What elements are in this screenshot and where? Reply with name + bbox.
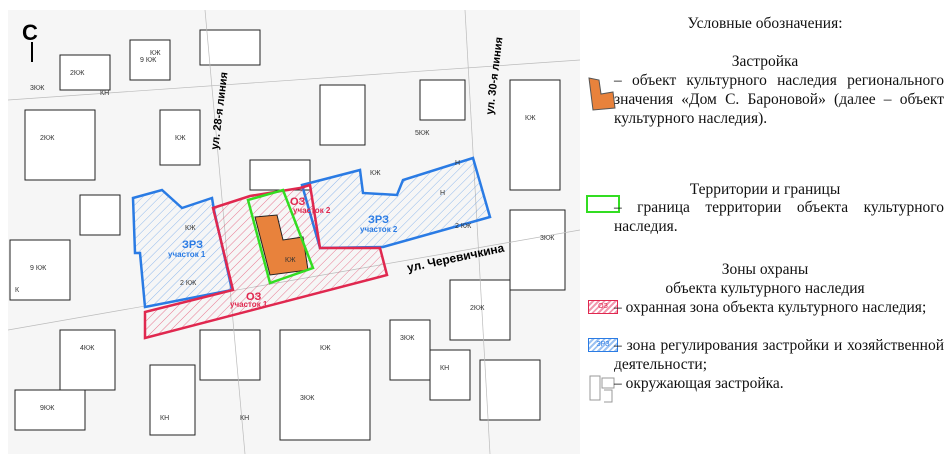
building-label: КН — [100, 90, 109, 97]
legend-title: Условные обозначения: — [687, 15, 843, 32]
legend-boundary-text: – граница территории объекта культурного… — [614, 199, 944, 235]
building-label: КЖ — [185, 225, 196, 232]
zrz1-sub: участок 1 — [168, 250, 206, 259]
zrz-swatch-icon: ЗРЗ — [588, 338, 618, 352]
legend-oz-text: – охранная зона объекта культурного насл… — [614, 299, 927, 316]
building-label: 2КЖ — [40, 135, 55, 142]
oz1-sub: участок 1 — [230, 300, 268, 309]
surrounding-buildings — [9, 29, 566, 441]
legend-section-building: Застройка — [731, 53, 799, 70]
zrz2-sub: участок 2 — [360, 225, 398, 234]
building-label: 2 КЖ — [455, 223, 472, 230]
legend-zrz-text: – зона регулирования застройки и хозяйст… — [614, 337, 944, 373]
heritage-swatch-icon — [588, 77, 616, 111]
zrz2-label: ЗРЗ — [368, 214, 389, 226]
north-label: С — [22, 20, 38, 45]
building-label: 2КЖ — [70, 70, 85, 77]
heritage-zones-map: С ул. 28-я линия ул. 30-я линия ул. Чере… — [8, 10, 580, 454]
building-label: КН — [440, 365, 449, 372]
oz2-label: ОЗ — [290, 196, 306, 208]
building-label: 3КЖ — [300, 395, 315, 402]
legend-section-zones-1: Зоны охраны — [721, 261, 809, 278]
building-label: КЖ — [525, 115, 536, 122]
building-label: 2 КЖ — [180, 280, 197, 287]
legend-surrounding-text: – окружающая застройка. — [614, 375, 784, 392]
building-label: КЖ — [175, 135, 186, 142]
building-label: КН — [240, 415, 249, 422]
building-label: КЖ — [285, 257, 296, 264]
legend-section-territory: Территории и границы — [689, 181, 841, 198]
oz2-sub: участок 2 — [293, 206, 331, 215]
building-label: КН — [160, 415, 169, 422]
building-label: 2КЖ — [470, 305, 485, 312]
heritage-territory-boundary — [246, 188, 315, 285]
oz1-label: ОЗ — [246, 291, 262, 303]
building-label: 9 КЖ — [140, 57, 157, 64]
building-label: 3КЖ — [30, 85, 45, 92]
building-label: КЖ — [370, 170, 381, 177]
boundary-swatch-icon — [586, 195, 620, 213]
heritage-building — [254, 214, 309, 276]
legend-section-zones-2: объекта культурного наследия — [665, 280, 865, 297]
surrounding-buildings-swatch-icon — [589, 375, 615, 403]
building-label: 3КЖ — [400, 335, 415, 342]
building-label: 9КЖ — [40, 405, 55, 412]
building-label: 4КЖ — [80, 345, 95, 352]
building-label: 9 КЖ — [30, 265, 47, 272]
zrz1-label: ЗРЗ — [182, 239, 203, 251]
oz-swatch-icon: ОЗ — [588, 300, 618, 314]
building-label: КЖ — [150, 50, 161, 57]
building-label: 3КЖ — [540, 235, 555, 242]
building-label: КЖ — [320, 345, 331, 352]
building-label: К — [15, 287, 20, 294]
building-label: 5КЖ — [415, 130, 430, 137]
building-label: Н — [440, 190, 445, 197]
legend-heritage-text: – объект культурного наследия региональн… — [614, 72, 944, 127]
building-label: Н — [455, 160, 460, 167]
